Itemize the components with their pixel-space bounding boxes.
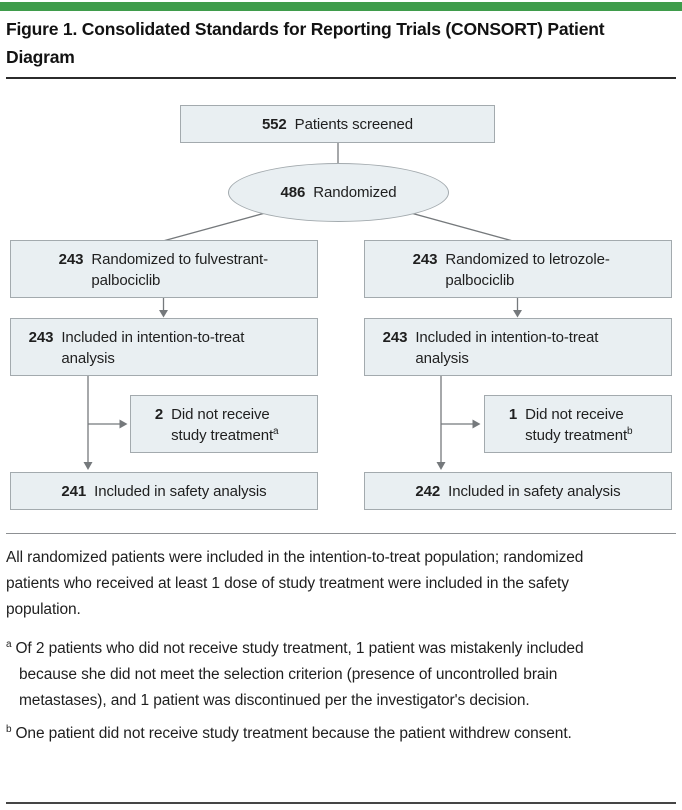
box-not-treated-right: 1 Did not receive study treatmentb <box>484 395 672 453</box>
box-patients-screened: 552 Patients screened <box>180 105 495 143</box>
itt-left-label: Included in intention-to-treat analysis <box>61 329 245 367</box>
not-treated-left-label: Did not receive study treatmenta <box>171 404 293 446</box>
footnote-divider-rule <box>6 533 676 534</box>
itt-right-label: Included in intention-to-treat analysis <box>415 329 599 367</box>
footnote-general: All randomized patients were included in… <box>6 549 584 618</box>
box-not-treated-left: 2 Did not receive study treatmenta <box>130 395 318 453</box>
box-randomized-left: 243 Randomized to fulvestrant-palbociclib <box>10 240 318 298</box>
footnote-a-marker: a <box>6 638 12 650</box>
bottom-rule <box>6 802 676 804</box>
randomized-left-label: Randomized to fulvestrant-palbociclib <box>91 251 269 289</box>
itt-right-count: 243 <box>382 329 408 346</box>
randomized-count: 486 <box>280 184 306 201</box>
footnote-b-marker: b <box>6 723 12 735</box>
footnote-marker-a-ref: a <box>273 426 279 437</box>
not-treated-right-label: Did not receive study treatmentb <box>525 404 647 446</box>
footnote-marker-b-ref: b <box>627 426 633 437</box>
title-rule <box>6 77 676 79</box>
not-treated-left-text: Did not receive study treatment <box>171 406 274 444</box>
itt-left-count: 243 <box>28 329 54 346</box>
figure-footnotes: All randomized patients were included in… <box>6 545 626 754</box>
arrowhead-left-branch <box>119 419 128 429</box>
arrowhead-left-itt <box>159 310 168 318</box>
safety-left-label: Included in safety analysis <box>94 482 267 500</box>
screened-count: 552 <box>261 115 287 133</box>
not-treated-left-count: 2 <box>154 406 164 423</box>
arrowhead-right-branch <box>472 419 481 429</box>
safety-right-count: 242 <box>415 482 441 500</box>
footnote-b-text: One patient did not receive study treatm… <box>15 725 572 742</box>
figure-title: Figure 1. Consolidated Standards for Rep… <box>6 19 605 67</box>
randomized-right-label: Randomized to letrozole-palbociclib <box>445 251 610 289</box>
box-randomized-right: 243 Randomized to letrozole-palbociclib <box>364 240 672 298</box>
randomized-left-count: 243 <box>58 251 84 268</box>
randomized-label: Randomized <box>313 184 397 201</box>
box-safety-right: 242 Included in safety analysis <box>364 472 672 510</box>
randomized-right-count: 243 <box>412 251 438 268</box>
footnote-a-text: Of 2 patients who did not receive study … <box>15 640 584 709</box>
box-safety-left: 241 Included in safety analysis <box>10 472 318 510</box>
not-treated-right-count: 1 <box>508 406 518 423</box>
safety-left-count: 241 <box>61 482 87 500</box>
box-itt-left: 243 Included in intention-to-treat analys… <box>10 318 318 376</box>
arrowhead-left-safety <box>83 462 93 470</box>
ellipse-randomized: 486 Randomized <box>228 163 449 222</box>
not-treated-right-text: Did not receive study treatment <box>525 406 628 444</box>
arrowhead-right-safety <box>436 462 446 470</box>
accent-bar <box>0 2 682 11</box>
box-itt-right: 243 Included in intention-to-treat analys… <box>364 318 672 376</box>
safety-right-label: Included in safety analysis <box>448 482 621 500</box>
arrowhead-right-itt <box>513 310 522 318</box>
screened-label: Patients screened <box>294 115 414 133</box>
